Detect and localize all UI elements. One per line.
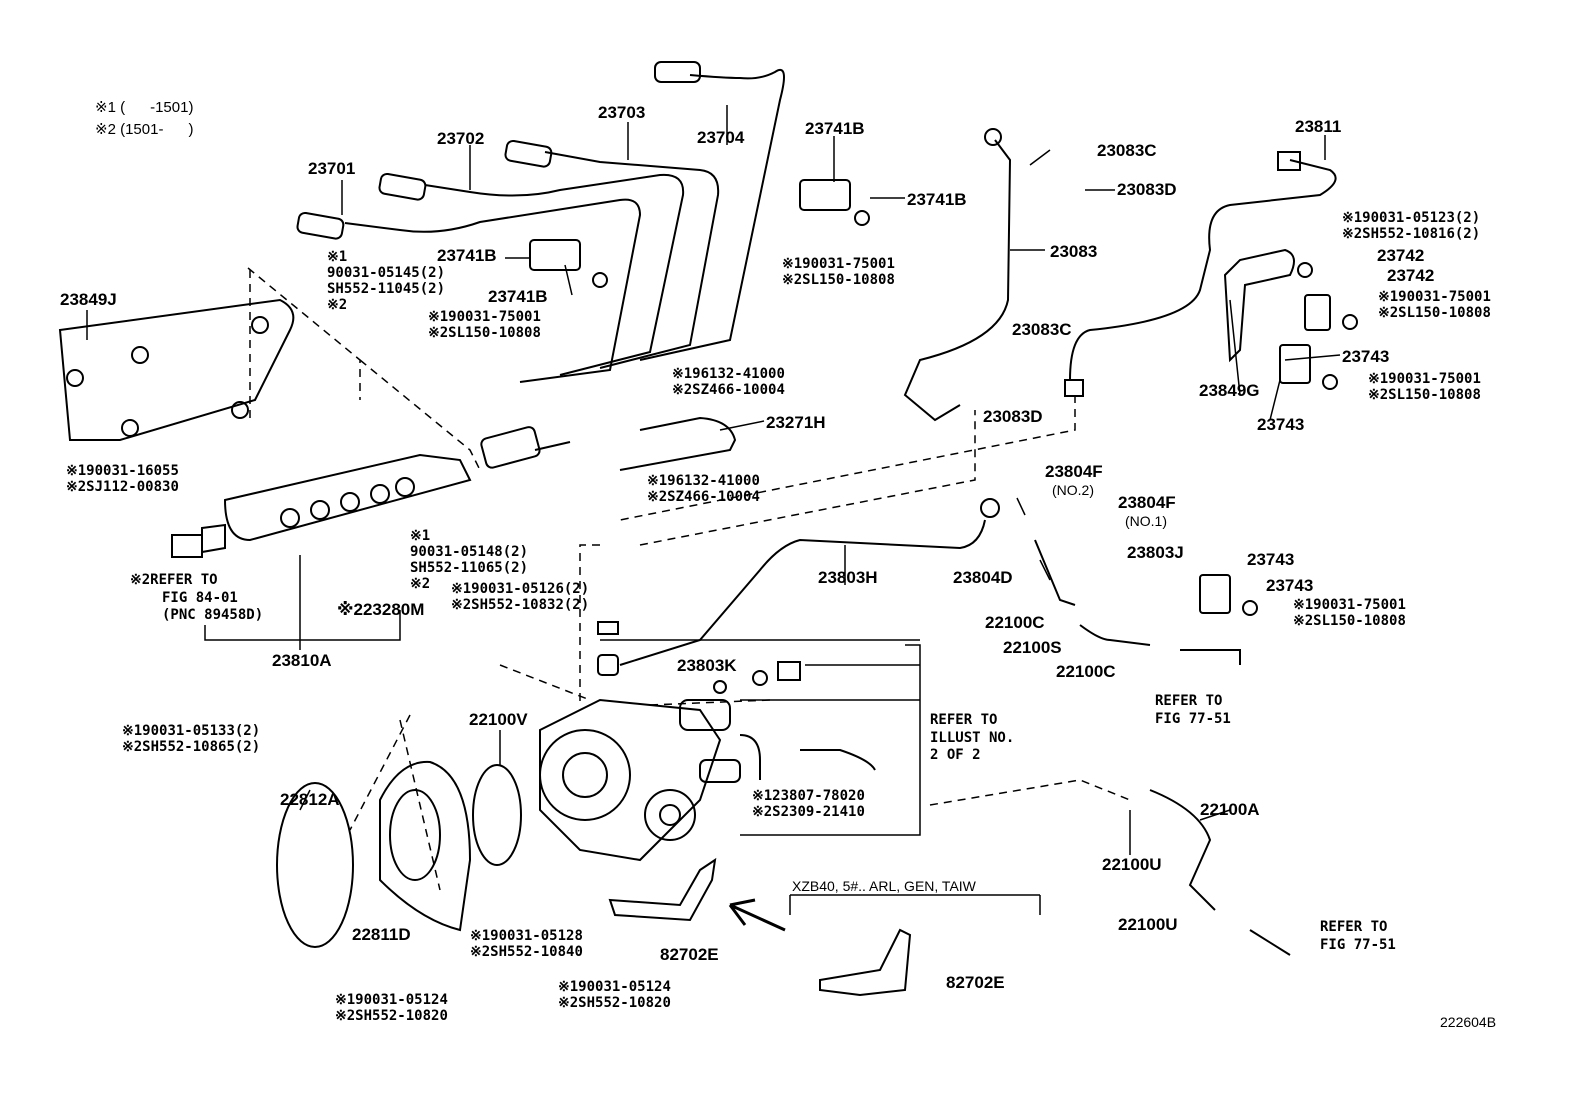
part-label-22811D[interactable]: 22811D	[352, 925, 411, 944]
nut-note: ※190031-75001※2SL150-10808	[1293, 597, 1406, 630]
part-label-23743[interactable]: 23743	[1266, 576, 1314, 595]
figure-id: 222604B	[1440, 1014, 1497, 1030]
part-label-22100U[interactable]: 22100U	[1102, 855, 1162, 874]
part-label-23743[interactable]: 23743	[1247, 550, 1295, 569]
part-label-23704[interactable]: 23704	[697, 128, 745, 147]
stud-note: ※190031-16055※2SJ112-00830	[66, 463, 179, 496]
part-label-23083D[interactable]: 23083D	[983, 407, 1043, 426]
part-label-23849G[interactable]: 23849G	[1199, 381, 1260, 400]
part-label-23083D[interactable]: 23083D	[1117, 180, 1177, 199]
part-label-23703[interactable]: 23703	[598, 103, 646, 122]
part-label-23803H[interactable]: 23803H	[818, 568, 878, 587]
bolt-note: ※190031-05128※2SH552-10840	[470, 928, 583, 961]
part-label-23743[interactable]: 23743	[1342, 347, 1390, 366]
hoses	[619, 416, 1291, 956]
pipe-clamps	[529, 179, 870, 288]
part-label-23742[interactable]: 23742	[1377, 246, 1425, 265]
part-label-23271H[interactable]: 23271H	[766, 413, 826, 432]
leader-lines	[86, 105, 1341, 891]
clip-note: ※196132-41000※2SZ466-10004	[647, 473, 760, 506]
part-label-23741B[interactable]: 23741B	[805, 119, 865, 138]
union-note: ※123807-78020※2S2309-21410	[752, 788, 865, 821]
part-label-23083C[interactable]: 23083C	[1097, 141, 1157, 160]
leak-pipes	[619, 128, 1337, 666]
part-sublabel-no1: (NO.1)	[1125, 513, 1167, 529]
nut-note: ※190031-75001※2SL150-10808	[1378, 289, 1491, 322]
part-label-23804F[interactable]: 23804F	[1118, 493, 1176, 512]
legend-line-1: ※1 ( -1501)	[95, 99, 194, 116]
seal-rings	[276, 661, 876, 948]
part-label-23083C[interactable]: 23083C	[1012, 320, 1072, 339]
part-label-23741B[interactable]: 23741B	[437, 246, 497, 265]
bolt-note: ※190031-05124※2SH552-10820	[335, 992, 448, 1025]
part-label-22100V[interactable]: 22100V	[469, 710, 528, 729]
nut-note: ※190031-75001※2SL150-10808	[1368, 371, 1481, 404]
part-label-22100C[interactable]: 22100C	[985, 613, 1045, 632]
clip-note: ※196132-41000※2SZ466-10004	[672, 366, 785, 399]
part-label-23083[interactable]: 23083	[1050, 242, 1098, 261]
part-label-23811[interactable]: 23811	[1295, 117, 1342, 136]
supply-pump	[539, 621, 761, 862]
part-label-23803J[interactable]: 23803J	[1127, 543, 1184, 562]
nut-note: ※190031-75001※2SL150-10808	[428, 309, 541, 342]
bolt-note: ※190031-05124※2SH552-10820	[558, 979, 671, 1012]
part-label-82702E[interactable]: 82702E	[660, 945, 719, 964]
bolt-note: ※190031-05126(2)※2SH552-10832(2)	[451, 581, 590, 614]
nut-note: ※190031-75001※2SL150-10808	[782, 256, 895, 289]
part-label-22100A[interactable]: 22100A	[1200, 800, 1260, 819]
part-label-23701[interactable]: 23701	[308, 159, 356, 178]
pipe-brackets-right	[1199, 248, 1358, 616]
part-label-23849J[interactable]: 23849J	[60, 290, 117, 309]
part-label-22812A[interactable]: 22812A	[280, 790, 340, 809]
injection-pipes	[296, 61, 785, 383]
part-label-22100U[interactable]: 22100U	[1118, 915, 1178, 934]
common-rail	[171, 426, 571, 558]
legend-line-2: ※2 (1501- )	[95, 121, 194, 138]
part-label-23741B[interactable]: 23741B	[907, 190, 967, 209]
part-label-23810A[interactable]: 23810A	[272, 651, 332, 670]
part-label-23804D[interactable]: 23804D	[953, 568, 1013, 587]
bracket-82702E	[608, 857, 1041, 997]
part-label-23702[interactable]: 23702	[437, 129, 485, 148]
part-label-23742[interactable]: 23742	[1387, 266, 1435, 285]
part-sublabel-no2: (NO.2)	[1052, 482, 1094, 498]
part-label-22100S[interactable]: 22100S	[1003, 638, 1062, 657]
part-label-23804F[interactable]: 23804F	[1045, 462, 1103, 481]
applicability-note: XZB40, 5#.. ARL, GEN, TAIW	[792, 878, 976, 894]
bolt-note: ※190031-05123(2)※2SH552-10816(2)	[1342, 210, 1481, 243]
part-label-22100C[interactable]: 22100C	[1056, 662, 1116, 681]
part-label-23743[interactable]: 23743	[1257, 415, 1305, 434]
part-label-82702E[interactable]: 82702E	[946, 973, 1005, 992]
part-label-23803K[interactable]: 23803K	[677, 656, 737, 675]
bolt-note: ※190031-05133(2)※2SH552-10865(2)	[122, 723, 261, 756]
part-label-23741B[interactable]: 23741B	[488, 287, 548, 306]
part-label-23280M[interactable]: ※223280M	[337, 600, 425, 619]
